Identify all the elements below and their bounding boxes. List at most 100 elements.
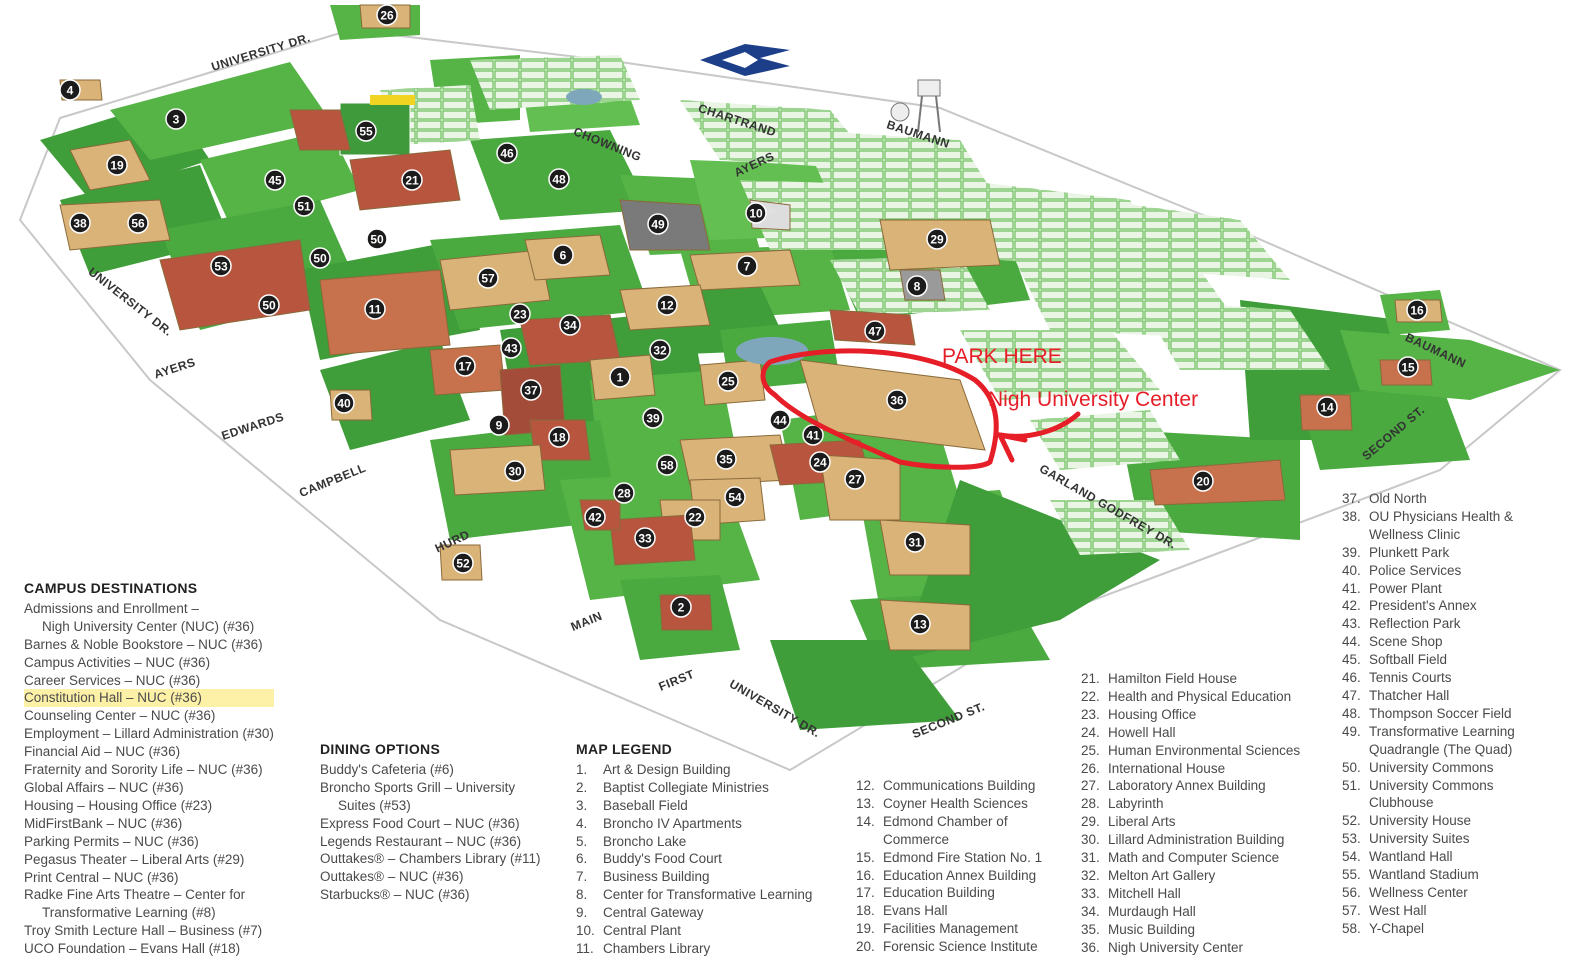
building-marker[interactable]: 50: [366, 228, 388, 250]
legend-entry: 13.Coyner Health Sciences: [856, 795, 1042, 813]
building-marker[interactable]: 36: [886, 389, 908, 411]
building-marker[interactable]: 1: [609, 366, 631, 388]
building-marker[interactable]: 55: [355, 120, 377, 142]
legend-label: Education Annex Building: [883, 867, 1037, 883]
building-marker[interactable]: 53: [210, 255, 232, 277]
building-marker[interactable]: 45: [264, 169, 286, 191]
marker-circle: [364, 298, 386, 320]
list-item: Starbucks® – NUC (#36): [320, 886, 541, 904]
building-marker[interactable]: 12: [656, 294, 678, 316]
legend-label: Baseball Field: [603, 797, 688, 813]
building-marker[interactable]: 34: [559, 314, 581, 336]
marker-circle: [802, 424, 824, 446]
building-marker[interactable]: 58: [656, 454, 678, 476]
marker-number: 51: [297, 200, 311, 214]
marker-circle: [454, 355, 476, 377]
building-marker[interactable]: 52: [452, 552, 474, 574]
building-marker[interactable]: 9: [488, 414, 510, 436]
legend-entry: 44.Scene Shop: [1342, 633, 1515, 651]
building-marker[interactable]: 39: [642, 407, 664, 429]
building-marker[interactable]: 7: [736, 255, 758, 277]
legend-number: 17.: [856, 885, 875, 901]
building-marker[interactable]: 6: [552, 244, 574, 266]
building-marker[interactable]: 40: [333, 392, 355, 414]
marker-number: 50: [370, 233, 384, 247]
building-marker[interactable]: 51: [293, 195, 315, 217]
legend-label: Nigh University Center: [1108, 939, 1244, 955]
list-item: Counseling Center – NUC (#36): [24, 707, 274, 725]
building-marker[interactable]: 44: [769, 409, 791, 431]
marker-circle: [452, 552, 474, 574]
building-marker[interactable]: 48: [548, 168, 570, 190]
building-marker[interactable]: 10: [745, 202, 767, 224]
building-marker[interactable]: 20: [1192, 470, 1214, 492]
building-marker[interactable]: 35: [715, 448, 737, 470]
building-marker[interactable]: 13: [909, 613, 931, 635]
building-marker[interactable]: 16: [1406, 299, 1428, 321]
building-marker[interactable]: 31: [904, 531, 926, 553]
building-marker[interactable]: 42: [584, 506, 606, 528]
building-marker[interactable]: 27: [844, 468, 866, 490]
building-marker[interactable]: 23: [509, 303, 531, 325]
building-marker[interactable]: 33: [634, 527, 656, 549]
building-marker[interactable]: 50: [309, 247, 331, 269]
building-marker[interactable]: 29: [926, 228, 948, 250]
building-marker[interactable]: 11: [364, 298, 386, 320]
building-marker[interactable]: 3: [165, 108, 187, 130]
campus-destinations-list: CAMPUS DESTINATIONS Admissions and Enrol…: [24, 580, 274, 958]
marker-number: 41: [806, 429, 820, 443]
building-marker[interactable]: 21: [401, 169, 423, 191]
building-marker[interactable]: 8: [906, 275, 928, 297]
building-marker[interactable]: 47: [864, 320, 886, 342]
marker-circle: [520, 379, 542, 401]
list-item: Admissions and Enrollment –Nigh Universi…: [24, 600, 274, 636]
legend-label: Transformative Learning: [1369, 723, 1515, 739]
list-item-text: Admissions and Enrollment –: [24, 600, 199, 616]
building-marker[interactable]: 43: [500, 337, 522, 359]
list-item-text: Broncho Sports Grill – University: [320, 779, 516, 795]
building-marker[interactable]: 57: [477, 267, 499, 289]
building-marker[interactable]: 17: [454, 355, 476, 377]
building-marker[interactable]: 26: [376, 4, 398, 26]
building-marker[interactable]: 2: [670, 596, 692, 618]
building-marker[interactable]: 19: [106, 154, 128, 176]
legend-number: 44.: [1342, 634, 1361, 650]
legend-label: Evans Hall: [883, 903, 948, 919]
legend-number: 29.: [1081, 814, 1100, 830]
legend-entry: 10.Central Plant: [576, 922, 812, 940]
building-marker[interactable]: 24: [809, 451, 831, 473]
legend-number: 22.: [1081, 688, 1100, 704]
legend-entry: 11.Chambers Library: [576, 940, 812, 958]
building-marker[interactable]: 28: [613, 482, 635, 504]
building-marker[interactable]: 46: [496, 142, 518, 164]
marker-number: 21: [405, 174, 419, 188]
building-marker[interactable]: 25: [717, 370, 739, 392]
building-marker[interactable]: 32: [649, 339, 671, 361]
building-marker[interactable]: 4: [59, 79, 81, 101]
legend-entry: 34.Murdaugh Hall: [1081, 903, 1300, 921]
marker-circle: [504, 460, 526, 482]
parking-lots: [380, 55, 1330, 555]
building-marker[interactable]: 37: [520, 379, 542, 401]
list-item-text: Global Affairs – NUC (#36): [24, 779, 184, 795]
building-marker[interactable]: 38: [69, 212, 91, 234]
marker-circle: [548, 426, 570, 448]
building-marker[interactable]: 56: [127, 212, 149, 234]
legend-entry: 26.International House: [1081, 760, 1300, 778]
marker-circle: [401, 169, 423, 191]
legend-entry: 38.OU Physicians Health &Wellness Clinic: [1342, 508, 1515, 544]
building-marker[interactable]: 18: [548, 426, 570, 448]
marker-number: 14: [1320, 401, 1334, 415]
marker-number: 17: [458, 360, 472, 374]
building-marker[interactable]: 50: [258, 294, 280, 316]
building-marker[interactable]: 14: [1316, 396, 1338, 418]
building-marker[interactable]: 30: [504, 460, 526, 482]
building-marker[interactable]: 54: [724, 486, 746, 508]
building-marker[interactable]: 22: [684, 506, 706, 528]
legend-number: 43.: [1342, 616, 1361, 632]
building-marker[interactable]: 41: [802, 424, 824, 446]
building-marker[interactable]: 49: [647, 213, 669, 235]
building-marker[interactable]: 15: [1397, 356, 1419, 378]
